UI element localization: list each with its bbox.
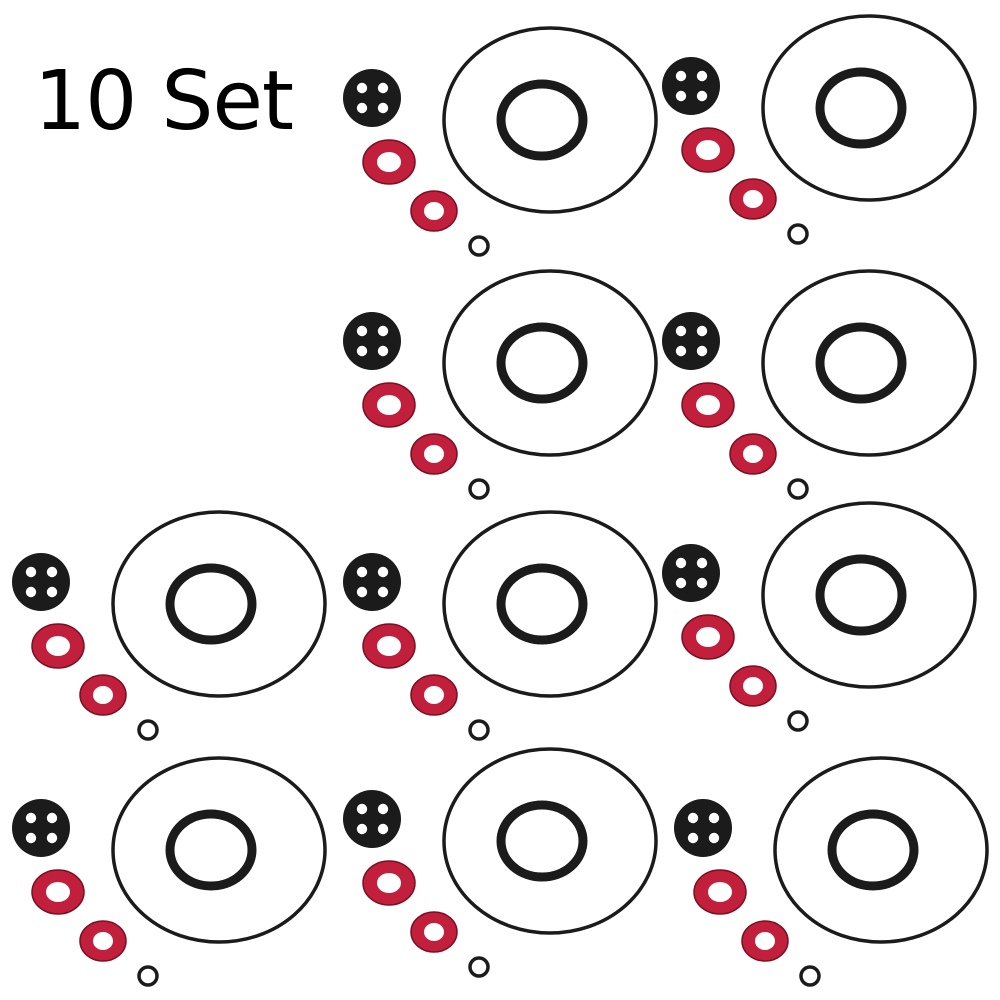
gasket-set-10 [674,758,987,985]
gasket-set-2 [662,16,975,243]
gasket-set-7 [662,503,975,730]
gasket-set-5 [12,512,325,739]
title-text: 10 Set [34,54,294,149]
gasket-set-8 [12,758,325,985]
gasket-set-9 [343,749,656,976]
gasket-set-4 [662,271,975,498]
gasket-set-3 [343,271,656,498]
gasket-set-1 [343,28,656,255]
gasket-set-6 [343,512,656,739]
